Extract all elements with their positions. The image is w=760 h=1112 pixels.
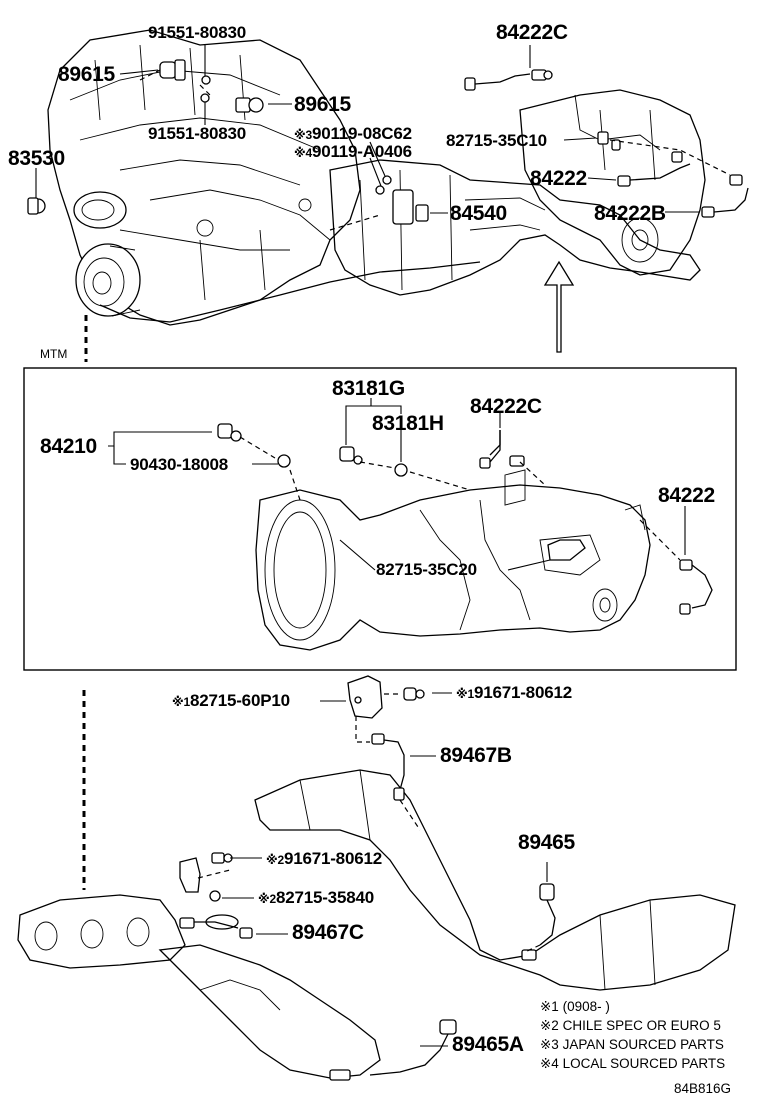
- note-1: ※1 (0908- ): [540, 999, 610, 1014]
- label-90119-08c62-text: 90119-08C62: [311, 124, 412, 143]
- label-84210: 84210: [40, 435, 97, 458]
- label-91671-80612-mid-text: 91671-80612: [283, 849, 382, 868]
- engine-block-drawing: [47, 29, 361, 326]
- label-91671-80612-mid: ※291671-80612: [266, 850, 382, 867]
- note-mark-1-b: ※1: [456, 687, 474, 701]
- mtm-section-parts: [217, 423, 713, 615]
- label-89615-left: 89615: [58, 63, 115, 86]
- label-82715-35c10: 82715-35C10: [446, 131, 547, 150]
- catalytic-converter-drawing: [254, 769, 736, 991]
- mtm-section-leader-lines: [108, 398, 686, 571]
- label-82715-60p10-text: 82715-60P10: [189, 691, 290, 710]
- mtm-box: [23, 367, 737, 671]
- label-89465: 89465: [518, 831, 575, 854]
- mtm-caption: MTM: [40, 347, 68, 361]
- label-91671-80612-top-text: 91671-80612: [473, 683, 572, 702]
- top-section-leader-lines: [35, 44, 731, 231]
- note-mark-1-a: ※1: [172, 695, 190, 709]
- label-84222b: 84222B: [594, 202, 666, 225]
- label-91551-80830-bottom: 91551-80830: [148, 124, 247, 143]
- note-2: ※2 CHILE SPEC OR EURO 5: [540, 1018, 721, 1033]
- label-90119-08c62: ※390119-08C62: [294, 125, 412, 142]
- idler-pulley-drawing: [73, 191, 127, 229]
- label-90430-18008: 90430-18008: [130, 455, 229, 474]
- label-82715-35840-text: 82715-35840: [275, 888, 374, 907]
- label-89467c: 89467C: [292, 921, 364, 944]
- note-mark-3: ※3: [294, 128, 312, 142]
- note-mark-4: ※4: [294, 146, 312, 160]
- label-83181h: 83181H: [372, 412, 444, 435]
- label-82715-60p10: ※182715-60P10: [172, 692, 290, 709]
- note-4: ※4 LOCAL SOURCED PARTS: [540, 1056, 726, 1071]
- label-89467b: 89467B: [440, 744, 512, 767]
- exhaust-manifold-drawing: [17, 894, 186, 969]
- label-83530: 83530: [8, 147, 65, 170]
- label-84222-top: 84222: [530, 167, 587, 190]
- label-82715-35840: ※282715-35840: [258, 889, 374, 906]
- label-83181g: 83181G: [332, 377, 405, 400]
- label-84222c-mtm: 84222C: [470, 395, 542, 418]
- manual-transmission-drawing: [255, 469, 651, 651]
- transmission-wire-harness: [99, 261, 481, 323]
- label-84540: 84540: [450, 202, 507, 225]
- exhaust-section-parts: [179, 675, 556, 1081]
- label-89465a: 89465A: [452, 1033, 524, 1056]
- top-section-parts: [27, 59, 749, 225]
- label-90119-a0406-text: 90119-A0406: [311, 142, 412, 161]
- label-91671-80612-top: ※191671-80612: [456, 684, 572, 701]
- note-mark-2-b: ※2: [258, 892, 276, 906]
- label-90119-a0406: ※490119-A0406: [294, 143, 412, 160]
- up-arrow: [543, 260, 575, 353]
- figure-code: 84B816G: [674, 1081, 732, 1096]
- label-91551-80830-top: 91551-80830: [148, 23, 247, 42]
- exhaust-section-leader-lines: [197, 692, 548, 1047]
- note-3: ※3 JAPAN SOURCED PARTS: [540, 1037, 724, 1052]
- crank-pulley-drawing: [75, 243, 141, 317]
- label-82715-35c20: 82715-35C20: [376, 560, 477, 579]
- label-84222c-top: 84222C: [496, 21, 568, 44]
- front-pipe-drawing: [158, 944, 381, 1079]
- label-84222-mtm: 84222: [658, 484, 715, 507]
- label-89615-right: 89615: [294, 93, 351, 116]
- note-mark-2-a: ※2: [266, 853, 284, 867]
